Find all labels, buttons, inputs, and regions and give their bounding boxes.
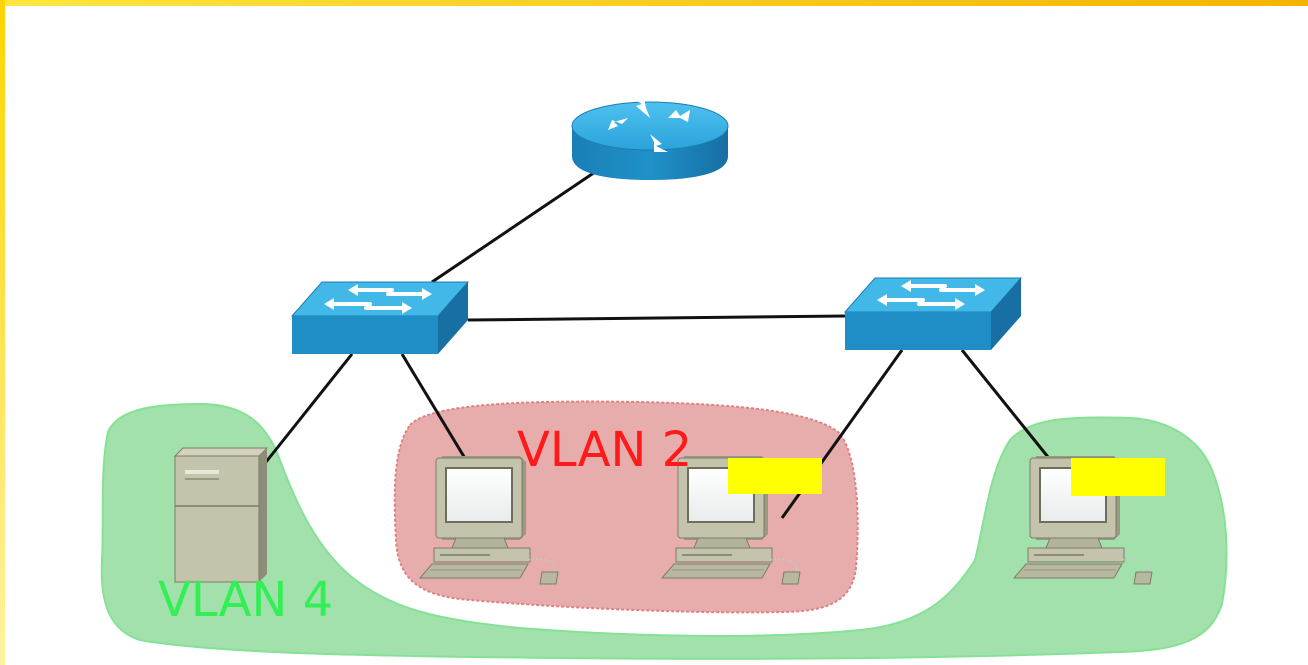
link-switch-left-switch-right [467,314,847,322]
link-switch-right-pc3 [960,349,1054,463]
switch-right-icon[interactable] [843,276,1023,352]
router-icon[interactable] [571,98,729,180]
highlight-box-2 [1071,458,1165,496]
left-accent-bar [0,0,5,665]
link-router-switch-left [431,168,599,284]
link-switch-left-server [264,353,354,463]
server-icon[interactable] [173,447,269,583]
top-accent-bar [0,0,1308,6]
vlan4-region [100,402,1228,660]
link-switch-left-pc1 [400,353,468,461]
switch-left-icon[interactable] [290,280,470,356]
vlan2-label: VLAN 2 [517,422,692,478]
highlight-box-1 [728,458,822,494]
vlan4-label: VLAN 4 [158,572,333,628]
